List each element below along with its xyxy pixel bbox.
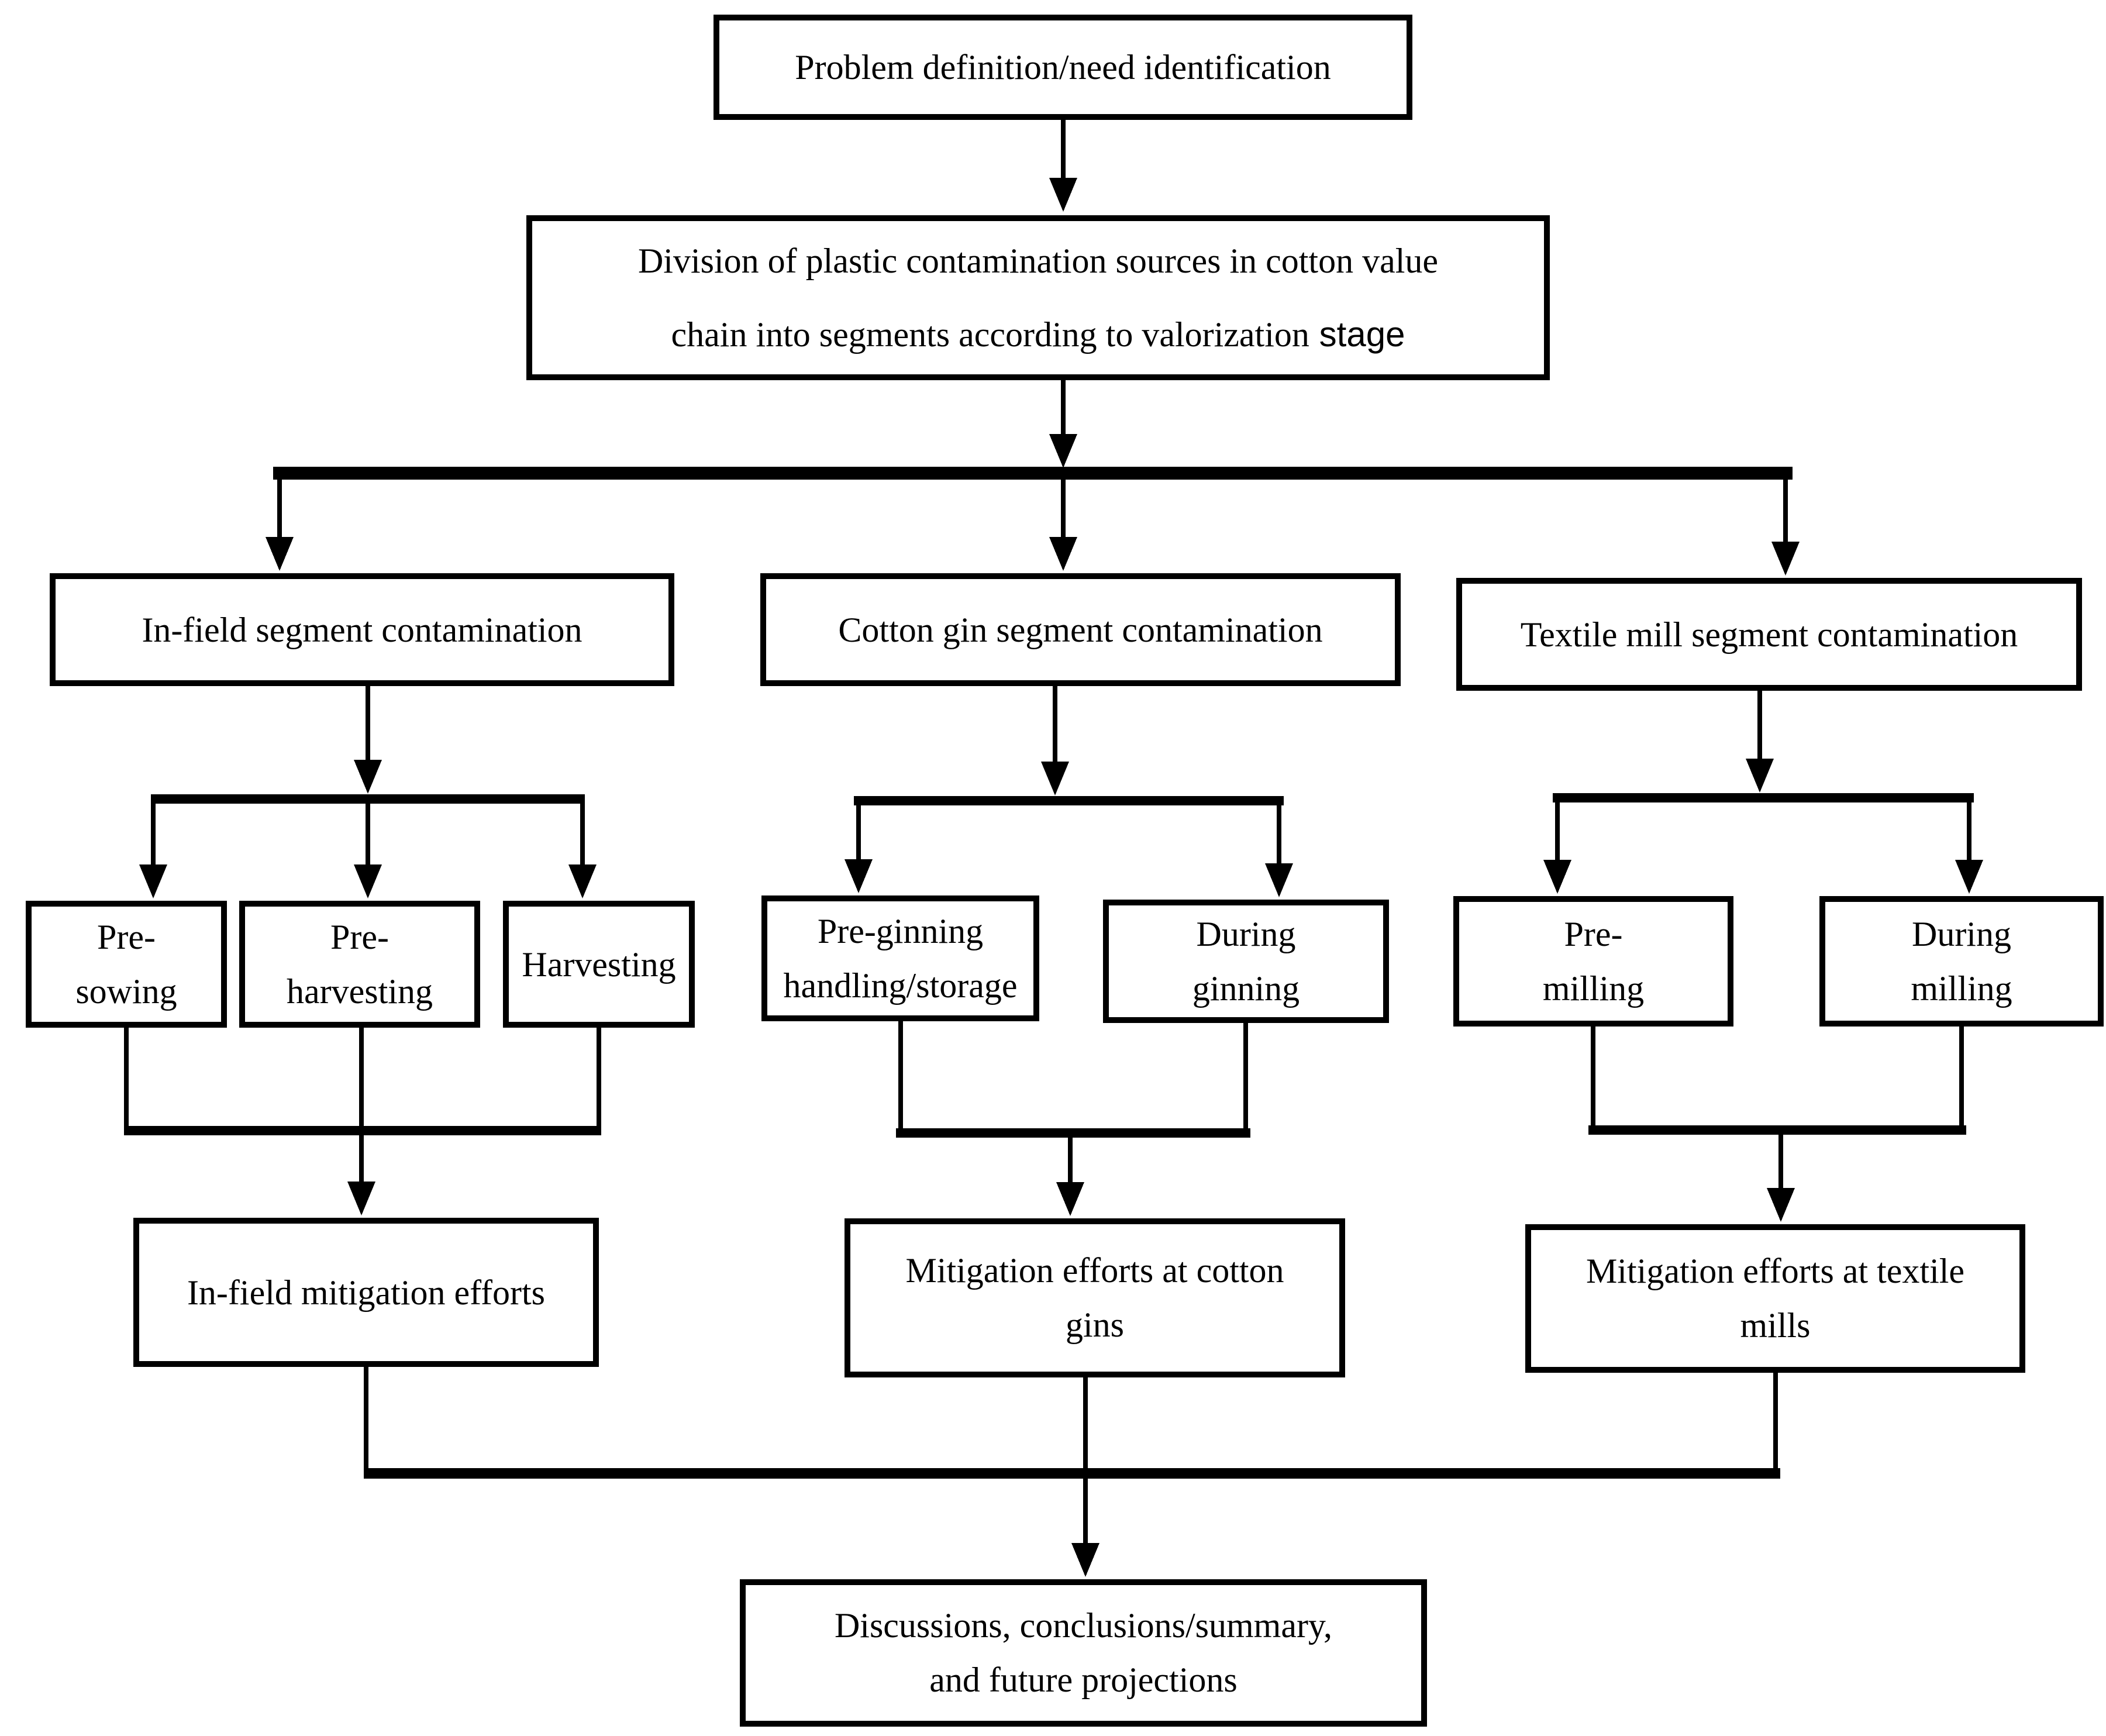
node-during-ginning-line1: During bbox=[1196, 914, 1296, 953]
node-gin-mitigation: Mitigation efforts at cotton gins bbox=[845, 1218, 1345, 1377]
node-pre-milling-line1: Pre- bbox=[1564, 914, 1623, 953]
arrowhead-mill-mitigation bbox=[1767, 1188, 1795, 1222]
node-pre-ginning: Pre-ginning handling/storage bbox=[761, 895, 1039, 1021]
arrowhead-infield-fan bbox=[354, 760, 382, 794]
node-pre-sowing: Pre- sowing bbox=[26, 901, 227, 1028]
node-pre-milling-line2: milling bbox=[1542, 969, 1645, 1008]
arrowhead-mill-fan bbox=[1746, 759, 1774, 793]
node-during-ginning-line2: ginning bbox=[1192, 969, 1300, 1008]
node-infield-segment: In-field segment contamination bbox=[50, 573, 674, 686]
node-conclusions: Discussions, conclusions/summary, and fu… bbox=[740, 1579, 1427, 1727]
node-textile-mill-segment-label: Textile mill segment contamination bbox=[1520, 615, 2018, 654]
node-conclusions-line1: Discussions, conclusions/summary, bbox=[834, 1606, 1333, 1645]
node-division-line2-main: chain into segments according to valoriz… bbox=[671, 315, 1309, 354]
node-problem-definition-label: Problem definition/need identification bbox=[795, 48, 1331, 87]
node-pre-ginning-line2: handling/storage bbox=[783, 966, 1018, 1005]
node-textile-mill-segment: Textile mill segment contamination bbox=[1456, 578, 2082, 691]
node-pre-sowing-line2: sowing bbox=[75, 972, 177, 1011]
node-infield-mitigation: In-field mitigation efforts bbox=[133, 1218, 599, 1367]
node-cotton-gin-segment: Cotton gin segment contamination bbox=[760, 573, 1401, 686]
arrowhead-duringmilling bbox=[1955, 860, 1983, 894]
node-during-ginning: During ginning bbox=[1103, 900, 1389, 1023]
node-pre-milling: Pre- milling bbox=[1453, 896, 1733, 1027]
arrowhead-mill-segment bbox=[1771, 542, 1800, 576]
node-pre-harvesting: Pre- harvesting bbox=[239, 901, 480, 1028]
node-problem-definition: Problem definition/need identification bbox=[714, 15, 1412, 120]
arrowhead-conclusions bbox=[1071, 1543, 1099, 1577]
arrowhead-preharvesting bbox=[354, 864, 382, 898]
node-cotton-gin-segment-label: Cotton gin segment contamination bbox=[838, 610, 1323, 649]
node-division-of-sources: Division of plastic contamination source… bbox=[526, 215, 1550, 380]
node-division-line2: chain into segments according to valoriz… bbox=[671, 298, 1405, 371]
arrowhead-preginning bbox=[845, 859, 873, 893]
arrowhead-gin-fan bbox=[1041, 762, 1069, 795]
node-gin-mitigation-line1: Mitigation efforts at cotton bbox=[905, 1251, 1284, 1290]
node-mill-mitigation-line2: mills bbox=[1740, 1306, 1811, 1345]
node-harvesting-label: Harvesting bbox=[522, 945, 676, 984]
arrowhead-infield-mitigation bbox=[347, 1182, 375, 1215]
node-mill-mitigation: Mitigation efforts at textile mills bbox=[1525, 1224, 2025, 1373]
arrowhead-gin-segment bbox=[1049, 537, 1077, 571]
node-during-milling: During milling bbox=[1819, 896, 2104, 1027]
arrowhead-harvesting bbox=[568, 864, 597, 898]
arrowhead-duringginning bbox=[1265, 863, 1293, 897]
node-during-milling-line1: During bbox=[1912, 914, 2011, 953]
arrowhead-gin-mitigation bbox=[1056, 1182, 1084, 1216]
arrowhead-infield-segment bbox=[266, 537, 294, 571]
arrowhead-main-bar bbox=[1049, 434, 1077, 468]
node-pre-ginning-line1: Pre-ginning bbox=[817, 911, 984, 950]
node-conclusions-line2: and future projections bbox=[929, 1661, 1238, 1699]
node-mill-mitigation-line1: Mitigation efforts at textile bbox=[1585, 1252, 1965, 1290]
node-infield-segment-label: In-field segment contamination bbox=[142, 610, 582, 649]
node-division-line2-tail: stage bbox=[1319, 315, 1405, 354]
node-pre-harvesting-line2: harvesting bbox=[287, 972, 433, 1011]
arrowhead-division bbox=[1049, 178, 1077, 212]
node-division-line1: Division of plastic contamination source… bbox=[637, 242, 1439, 280]
node-during-milling-line2: milling bbox=[1911, 969, 2012, 1008]
node-harvesting: Harvesting bbox=[503, 901, 695, 1028]
node-gin-mitigation-line2: gins bbox=[1065, 1306, 1125, 1344]
node-pre-sowing-line1: Pre- bbox=[97, 917, 156, 956]
arrowhead-premilling bbox=[1543, 860, 1571, 894]
node-infield-mitigation-label: In-field mitigation efforts bbox=[187, 1273, 546, 1312]
node-pre-harvesting-line1: Pre- bbox=[330, 917, 389, 956]
arrowhead-presowing bbox=[139, 864, 167, 898]
